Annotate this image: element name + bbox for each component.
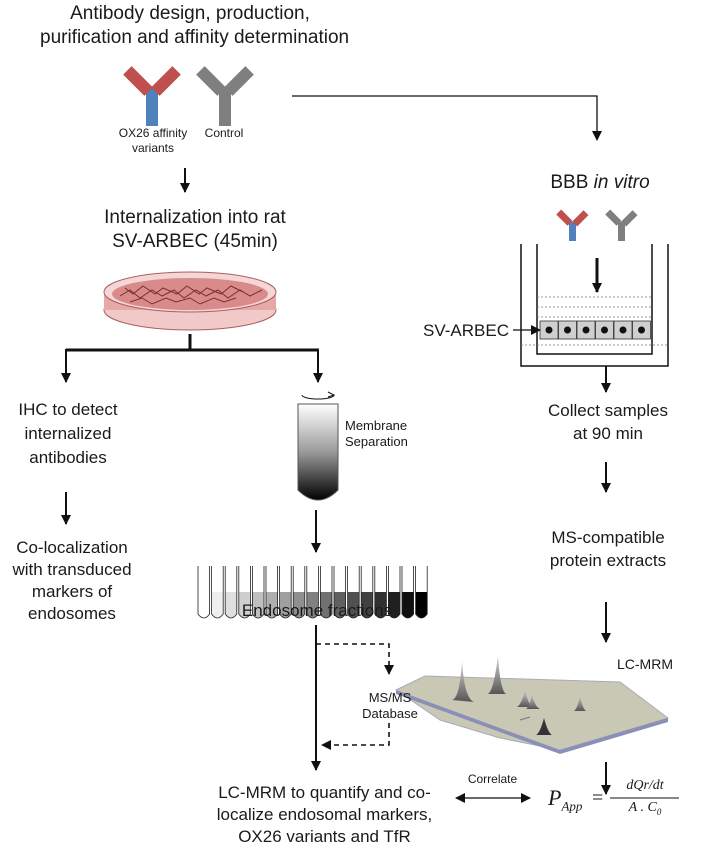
lc-mrm-chromatogram-icon bbox=[395, 655, 670, 754]
fraction-tube-fill bbox=[388, 592, 400, 618]
fraction-tube-fill bbox=[293, 592, 305, 618]
lc-mrm-label: LC-MRM bbox=[617, 656, 673, 672]
fraction-tube bbox=[211, 566, 224, 619]
fraction-tube bbox=[374, 566, 387, 619]
fraction-tube-fill bbox=[361, 592, 373, 618]
fraction-tube bbox=[197, 566, 210, 619]
equation-equals: = bbox=[592, 787, 604, 809]
fraction-tube bbox=[415, 566, 428, 619]
cell-nucleus bbox=[638, 326, 645, 334]
sv-arbec-label: SV-ARBEC bbox=[423, 321, 509, 340]
fraction-tube-fill bbox=[347, 592, 360, 618]
fraction-tube bbox=[320, 566, 333, 619]
fraction-tube-fill bbox=[374, 592, 387, 618]
transwell-icon bbox=[520, 244, 669, 367]
control-antibody-icon bbox=[196, 66, 254, 126]
fraction-tube bbox=[238, 566, 251, 619]
fraction-tube-fill bbox=[334, 592, 346, 618]
fraction-tube-fill bbox=[266, 592, 278, 618]
bbb-antibody-icon bbox=[556, 209, 638, 241]
fraction-tube-fill bbox=[225, 592, 237, 618]
bbb-in-vitro-title: BBB in vitro bbox=[550, 172, 650, 193]
cell-nucleus bbox=[582, 326, 590, 334]
fraction-tube bbox=[252, 566, 265, 619]
fraction-tube bbox=[306, 566, 319, 619]
cell-nucleus bbox=[601, 326, 608, 334]
top-title: Antibody design, production,purification… bbox=[40, 3, 350, 48]
fraction-tube-fill bbox=[306, 592, 319, 618]
cell-nucleus bbox=[545, 326, 553, 334]
fraction-tube-fill bbox=[198, 592, 210, 618]
equation-denominator: A . C0 bbox=[628, 800, 662, 817]
cell-nucleus bbox=[564, 326, 571, 334]
fraction-tube-fill bbox=[279, 592, 292, 618]
arrow-to-bbb bbox=[292, 95, 602, 141]
bottom-conclusion-text: LC-MRM to quantify and co-localize endos… bbox=[216, 783, 433, 846]
fraction-tube bbox=[292, 566, 306, 619]
fraction-tube bbox=[265, 566, 278, 619]
correlate-label: Correlate bbox=[467, 772, 518, 786]
fraction-tube bbox=[224, 566, 238, 619]
fraction-tube bbox=[401, 566, 414, 619]
fraction-tube-fill bbox=[252, 592, 264, 618]
endosome-fraction-tubes bbox=[197, 566, 428, 619]
fraction-tube bbox=[388, 566, 401, 619]
fraction-tube-fill bbox=[211, 592, 224, 618]
endosome-fractions-label: Endosome fractions bbox=[241, 601, 393, 620]
equation-lhs: PApp bbox=[548, 785, 583, 814]
fraction-tube bbox=[333, 566, 346, 619]
centrifuge-tube-icon bbox=[297, 391, 339, 501]
fraction-tube-fill bbox=[402, 592, 414, 618]
fraction-tube bbox=[347, 566, 360, 619]
fraction-tube bbox=[360, 566, 374, 619]
control-label: Control bbox=[204, 126, 244, 140]
petri-dish-icon bbox=[103, 271, 277, 331]
cell-nucleus bbox=[619, 326, 627, 334]
fraction-tube-fill bbox=[320, 592, 332, 618]
fraction-tube bbox=[279, 566, 292, 619]
fraction-tube-fill bbox=[238, 592, 251, 618]
equation-numerator: dQr/dt bbox=[626, 778, 664, 793]
ox26-antibody-icon bbox=[123, 66, 181, 126]
fraction-tube-fill bbox=[415, 592, 428, 618]
